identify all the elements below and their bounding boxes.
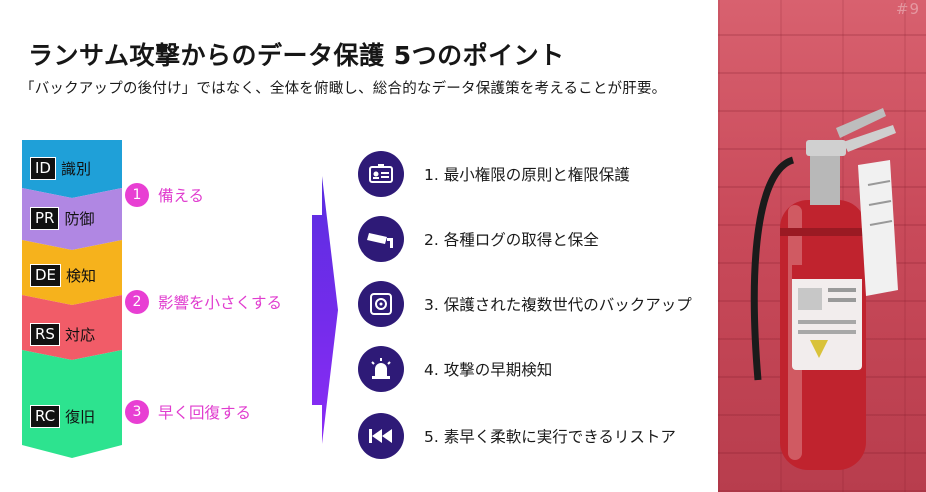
- safe-icon: [358, 281, 404, 327]
- band-code: ID: [30, 157, 56, 180]
- phase-recover: 3 早く回復する: [125, 400, 251, 424]
- camera-icon: [358, 216, 404, 262]
- page-number: #9: [895, 0, 920, 18]
- fire-extinguisher-icon: [750, 108, 898, 470]
- point-item-3: 3. 保護された複数世代のバックアップ: [358, 281, 692, 327]
- phase-prepare: 1 備える: [125, 183, 204, 207]
- band-id-shape: [22, 140, 122, 198]
- rewind-icon: [358, 413, 404, 459]
- band-pr-shape: [22, 188, 122, 250]
- point-text: 2. 各種ログの取得と保全: [424, 231, 599, 249]
- band-name: 識別: [60, 160, 91, 178]
- phase-label: 影響を小さくする: [158, 294, 283, 312]
- alarm-icon: [358, 346, 404, 392]
- point-item-2: 2. 各種ログの取得と保全: [358, 216, 599, 262]
- fire-extinguisher-photo: #9: [718, 0, 926, 492]
- point-item-5: 5. 素早く柔軟に実行できるリストア: [358, 413, 676, 459]
- band-rs: RS 対応: [22, 323, 122, 346]
- band-code: DE: [30, 264, 62, 287]
- point-text: 4. 攻撃の早期検知: [424, 361, 553, 379]
- page-title: ランサム攻撃からのデータ保護 5つのポイント: [28, 41, 565, 70]
- band-pr: PR 防御: [22, 207, 122, 230]
- phase-number: 1: [125, 183, 149, 207]
- band-code: RC: [30, 405, 61, 428]
- band-name: 検知: [66, 267, 97, 285]
- band-de: DE 検知: [22, 264, 122, 287]
- band-id: ID 識別: [22, 157, 122, 180]
- id-card-icon: [358, 151, 404, 197]
- phase-reduce-impact: 2 影響を小さくする: [125, 290, 282, 314]
- band-code: RS: [30, 323, 60, 346]
- band-code: PR: [30, 207, 60, 230]
- band-name: 防御: [64, 210, 95, 228]
- page-subtitle: 「バックアップの後付け」ではなく、全体を俯瞰し、総合的なデータ保護策を考えること…: [20, 81, 667, 97]
- band-name: 対応: [64, 326, 95, 344]
- band-name: 復旧: [65, 408, 96, 426]
- phase-number: 2: [125, 290, 149, 314]
- band-de-shape: [22, 240, 122, 305]
- band-rc-shape: [22, 350, 122, 458]
- phase-label: 備える: [158, 187, 205, 205]
- phase-number: 3: [125, 400, 149, 424]
- point-text: 3. 保護された複数世代のバックアップ: [424, 296, 692, 314]
- point-item-1: 1. 最小権限の原則と権限保護: [358, 151, 630, 197]
- point-text: 5. 素早く柔軟に実行できるリストア: [424, 428, 676, 446]
- point-item-4: 4. 攻撃の早期検知: [358, 346, 552, 392]
- band-rc: RC 復旧: [22, 405, 122, 428]
- point-text: 1. 最小権限の原則と権限保護: [424, 166, 630, 184]
- phase-label: 早く回復する: [158, 404, 252, 422]
